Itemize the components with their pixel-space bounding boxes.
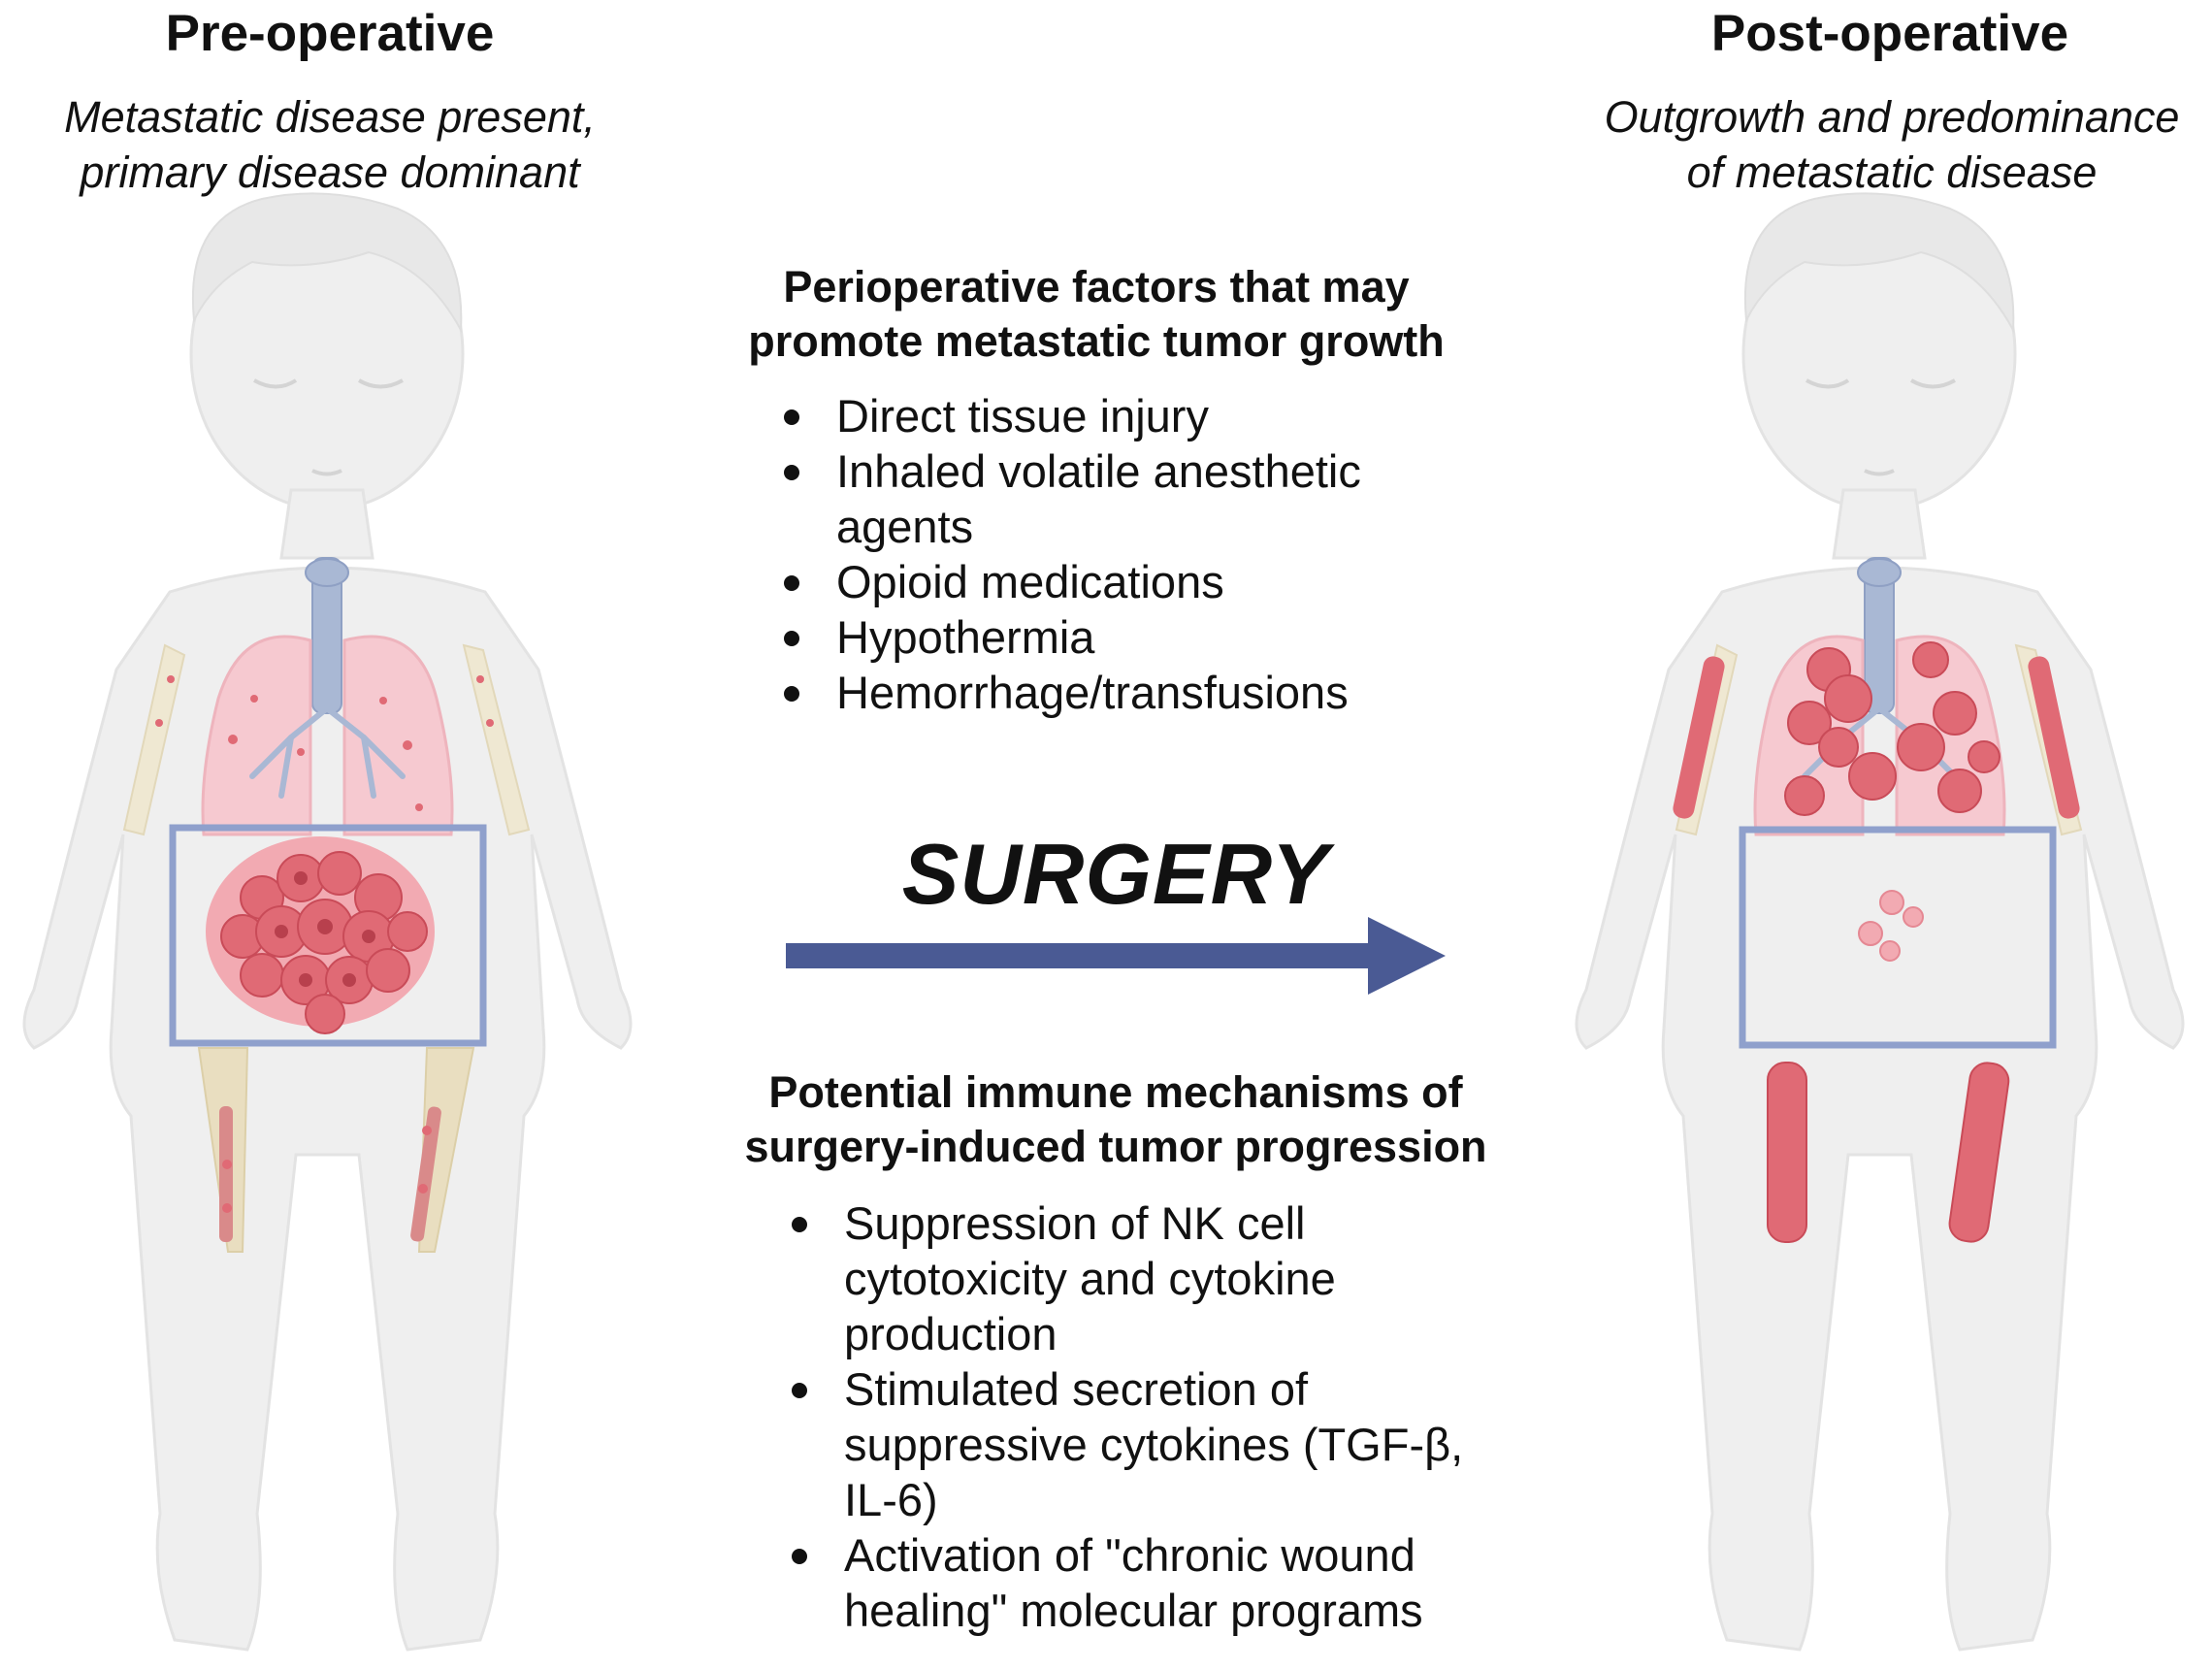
post-operative-subtitle-line1: Outgrowth and predominance	[1604, 92, 2180, 142]
hair	[191, 192, 463, 334]
pre-operative-title: Pre-operative	[165, 5, 495, 62]
primary-tumor-mass	[206, 836, 435, 1034]
hair	[1743, 192, 2015, 334]
surgery-arrow-shaft	[786, 943, 1378, 968]
pre-operative-subtitle-line1: Metastatic disease present,	[64, 92, 596, 142]
trachea	[1857, 557, 1902, 714]
immune-mechanisms-title-line1: Potential immune mechanisms of	[768, 1067, 1463, 1117]
perioperative-factors-title-line1: Perioperative factors that may	[783, 262, 1410, 311]
immune-mechanisms-section: Potential immune mechanisms of surgery-i…	[708, 1065, 1523, 1174]
list-item: Hemorrhage/transfusions	[776, 665, 1475, 720]
pre-operative-body-illustration	[22, 192, 633, 1652]
immune-mechanisms-title-line2: surgery-induced tumor progression	[744, 1122, 1487, 1171]
metastatic-leg-lesions	[1767, 1062, 2010, 1243]
pre-operative-subtitle-line2: primary disease dominant	[80, 147, 580, 197]
face-features	[1805, 378, 1956, 476]
list-item: Suppression of NK cell cytotoxicity and …	[784, 1195, 1426, 1361]
list-item: Opioid medications	[776, 554, 1475, 609]
surgery-arrow-head	[1368, 917, 1446, 995]
list-item: Inhaled volatile anesthetic agents	[776, 443, 1438, 554]
surgery-arrow	[786, 917, 1446, 995]
residual-abdominal-foci	[1858, 890, 1924, 962]
child-body-silhouette	[1575, 197, 2185, 1652]
perioperative-factors-list: Direct tissue injury Inhaled volatile an…	[776, 388, 1475, 720]
immune-mechanisms-list: Suppression of NK cell cytotoxicity and …	[784, 1195, 1482, 1638]
face-features	[253, 378, 404, 476]
metastatic-lung-nodules	[1784, 641, 2001, 816]
metastatic-arm-lesions	[1673, 656, 2080, 819]
post-operative-subtitle-line2: of metastatic disease	[1686, 147, 2098, 197]
list-item: Hypothermia	[776, 609, 1475, 665]
perioperative-factors-title-line2: promote metastatic tumor growth	[748, 316, 1445, 366]
perioperative-factors-section: Perioperative factors that may promote m…	[699, 260, 1494, 369]
micrometastases	[155, 675, 494, 1213]
surgery-label: SURGERY	[901, 826, 1330, 922]
abdominal-focus-box	[1739, 826, 2057, 1049]
upper-arm-bones	[122, 643, 531, 836]
list-item: Stimulated secretion of suppressive cyto…	[784, 1361, 1475, 1527]
post-operative-title: Post-operative	[1710, 5, 2069, 62]
list-item: Activation of "chronic wound healing" mo…	[784, 1527, 1484, 1638]
bronchial-tree	[249, 705, 406, 799]
trachea	[305, 557, 349, 714]
abdominal-focus-box	[169, 824, 487, 1047]
post-operative-body-illustration	[1575, 192, 2185, 1652]
list-item: Direct tissue injury	[776, 388, 1475, 443]
